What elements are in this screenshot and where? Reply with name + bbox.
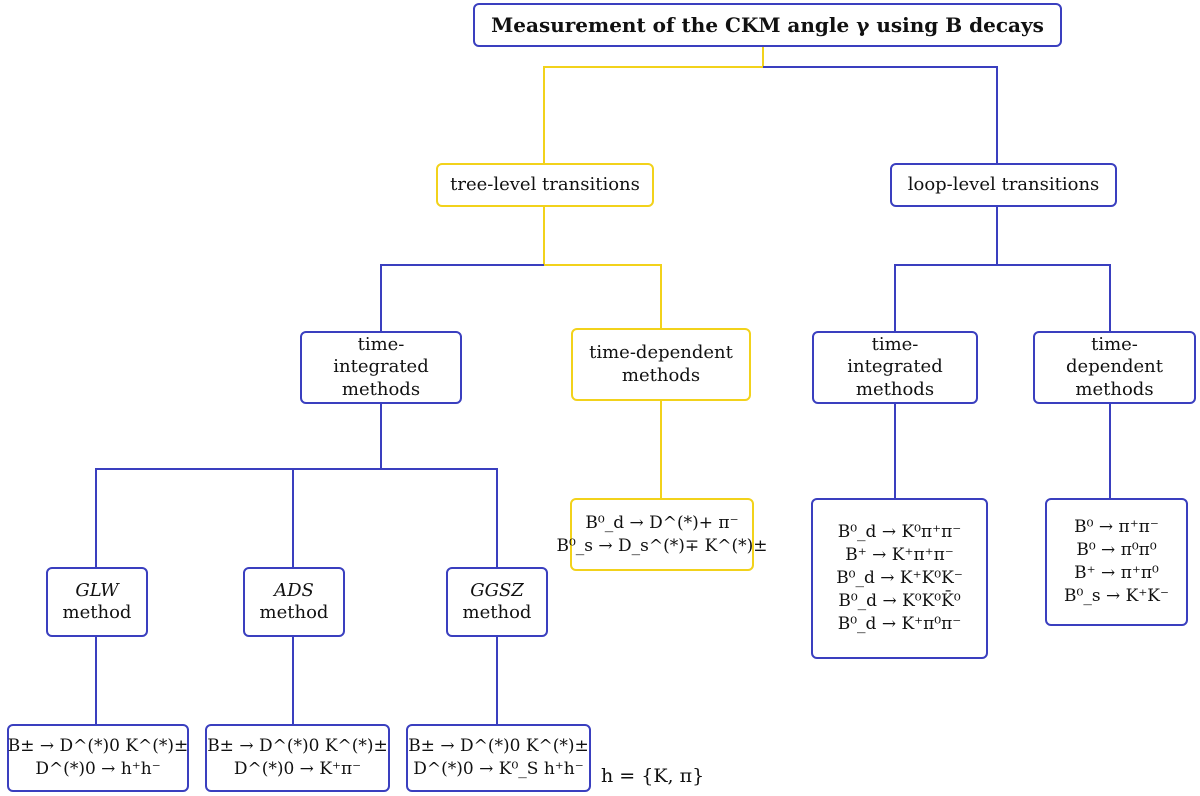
- ads-decays: B± → D^(*)0 K^(*)± D^(*)0 → K⁺π⁻: [205, 724, 390, 792]
- loop-integrated-label: time-integrated methods: [847, 333, 943, 400]
- ads-method-node: ADS method: [243, 567, 345, 637]
- decay-line: B± → D^(*)0 K^(*)±: [207, 736, 388, 757]
- loop-dependent-label: time-dependent methods: [1066, 333, 1163, 400]
- decay-line: D^(*)0 → K⁺π⁻: [233, 759, 362, 779]
- decay-line: B± → D^(*)0 K^(*)±: [7, 736, 189, 757]
- decay-line: B⁰ → π⁺π⁻: [1074, 517, 1159, 538]
- decay-line: B⁰ → π⁰π⁰: [1076, 540, 1157, 561]
- glw-method-name: GLW: [75, 579, 119, 601]
- loop-integrated-decays: B⁰_d → K⁰π⁺π⁻ B⁺ → K⁺π⁺π⁻ B⁰_d → K⁺K⁰K⁻ …: [811, 498, 988, 659]
- decay-line: B⁰_d → K⁰K⁰K̄⁰: [838, 590, 961, 611]
- glw-method-suffix: method: [62, 602, 132, 623]
- loop-dependent-node: time-dependent methods: [1033, 331, 1196, 404]
- decay-line: B⁺ → π⁺π⁰: [1074, 563, 1159, 583]
- ggsz-method-name: GGSZ: [470, 579, 524, 601]
- root-node: Measurement of the CKM angle γ using B d…: [473, 3, 1062, 47]
- tree-dependent-label: time-dependent methods: [589, 342, 733, 386]
- h-definition-note: h = {K, π}: [601, 765, 705, 787]
- loop-level-node: loop-level transitions: [890, 163, 1117, 207]
- ads-method-name: ADS: [274, 579, 314, 601]
- diagram-title: Measurement of the CKM angle γ using B d…: [491, 12, 1044, 37]
- tree-dependent-decays: B⁰_d → D^(*)+ π⁻ B⁰_s → D_s^(*)∓ K^(*)±: [556, 498, 768, 571]
- connector-loop-bar: [894, 264, 1111, 331]
- loop-level-label: loop-level transitions: [907, 173, 1100, 195]
- decay-line: B⁰_s → D_s^(*)∓ K^(*)±: [556, 535, 768, 556]
- connector-root-tree: [543, 46, 764, 163]
- loop-dependent-decays: B⁰ → π⁺π⁻ B⁰ → π⁰π⁰ B⁺ → π⁺π⁰ B⁰_s → K⁺K…: [1045, 498, 1188, 626]
- decay-line: D^(*)0 → h⁺h⁻: [35, 759, 161, 779]
- loop-integrated-node: time-integrated methods: [812, 331, 978, 404]
- decay-line: B⁰_d → K⁰π⁺π⁻: [837, 522, 962, 543]
- decay-line: B⁰_d → K⁺π⁰π⁻: [837, 613, 962, 634]
- ggsz-method-suffix: method: [462, 602, 532, 623]
- tree-dependent-node: time-dependent methods: [571, 328, 751, 401]
- tree-integrated-node: time-integrated methods: [300, 331, 462, 404]
- decay-line: B⁰_d → D^(*)+ π⁻: [585, 512, 739, 533]
- decay-line: B± → D^(*)0 K^(*)±: [408, 736, 589, 757]
- ggsz-method-node: GGSZ method: [446, 567, 548, 637]
- tree-level-label: tree-level transitions: [450, 173, 640, 195]
- connector-methods-bar: [95, 468, 498, 567]
- connector-root-loop: [763, 66, 998, 163]
- glw-method-node: GLW method: [46, 567, 148, 637]
- tree-level-node: tree-level transitions: [436, 163, 654, 207]
- decay-line: B⁰_d → K⁺K⁰K⁻: [836, 568, 963, 589]
- connector-tree-integrated: [380, 264, 544, 331]
- ads-method-suffix: method: [259, 602, 329, 623]
- tree-integrated-label: time-integrated methods: [333, 333, 429, 400]
- decay-line: B⁰_s → K⁺K⁻: [1064, 585, 1169, 606]
- decay-line: D^(*)0 → K⁰_S h⁺h⁻: [413, 759, 584, 779]
- decay-line: B⁺ → K⁺π⁺π⁻: [845, 545, 954, 566]
- ggsz-decays: B± → D^(*)0 K^(*)± D^(*)0 → K⁰_S h⁺h⁻: [406, 724, 591, 792]
- connector-tree-dependent: [544, 264, 662, 328]
- glw-decays: B± → D^(*)0 K^(*)± D^(*)0 → h⁺h⁻: [7, 724, 189, 792]
